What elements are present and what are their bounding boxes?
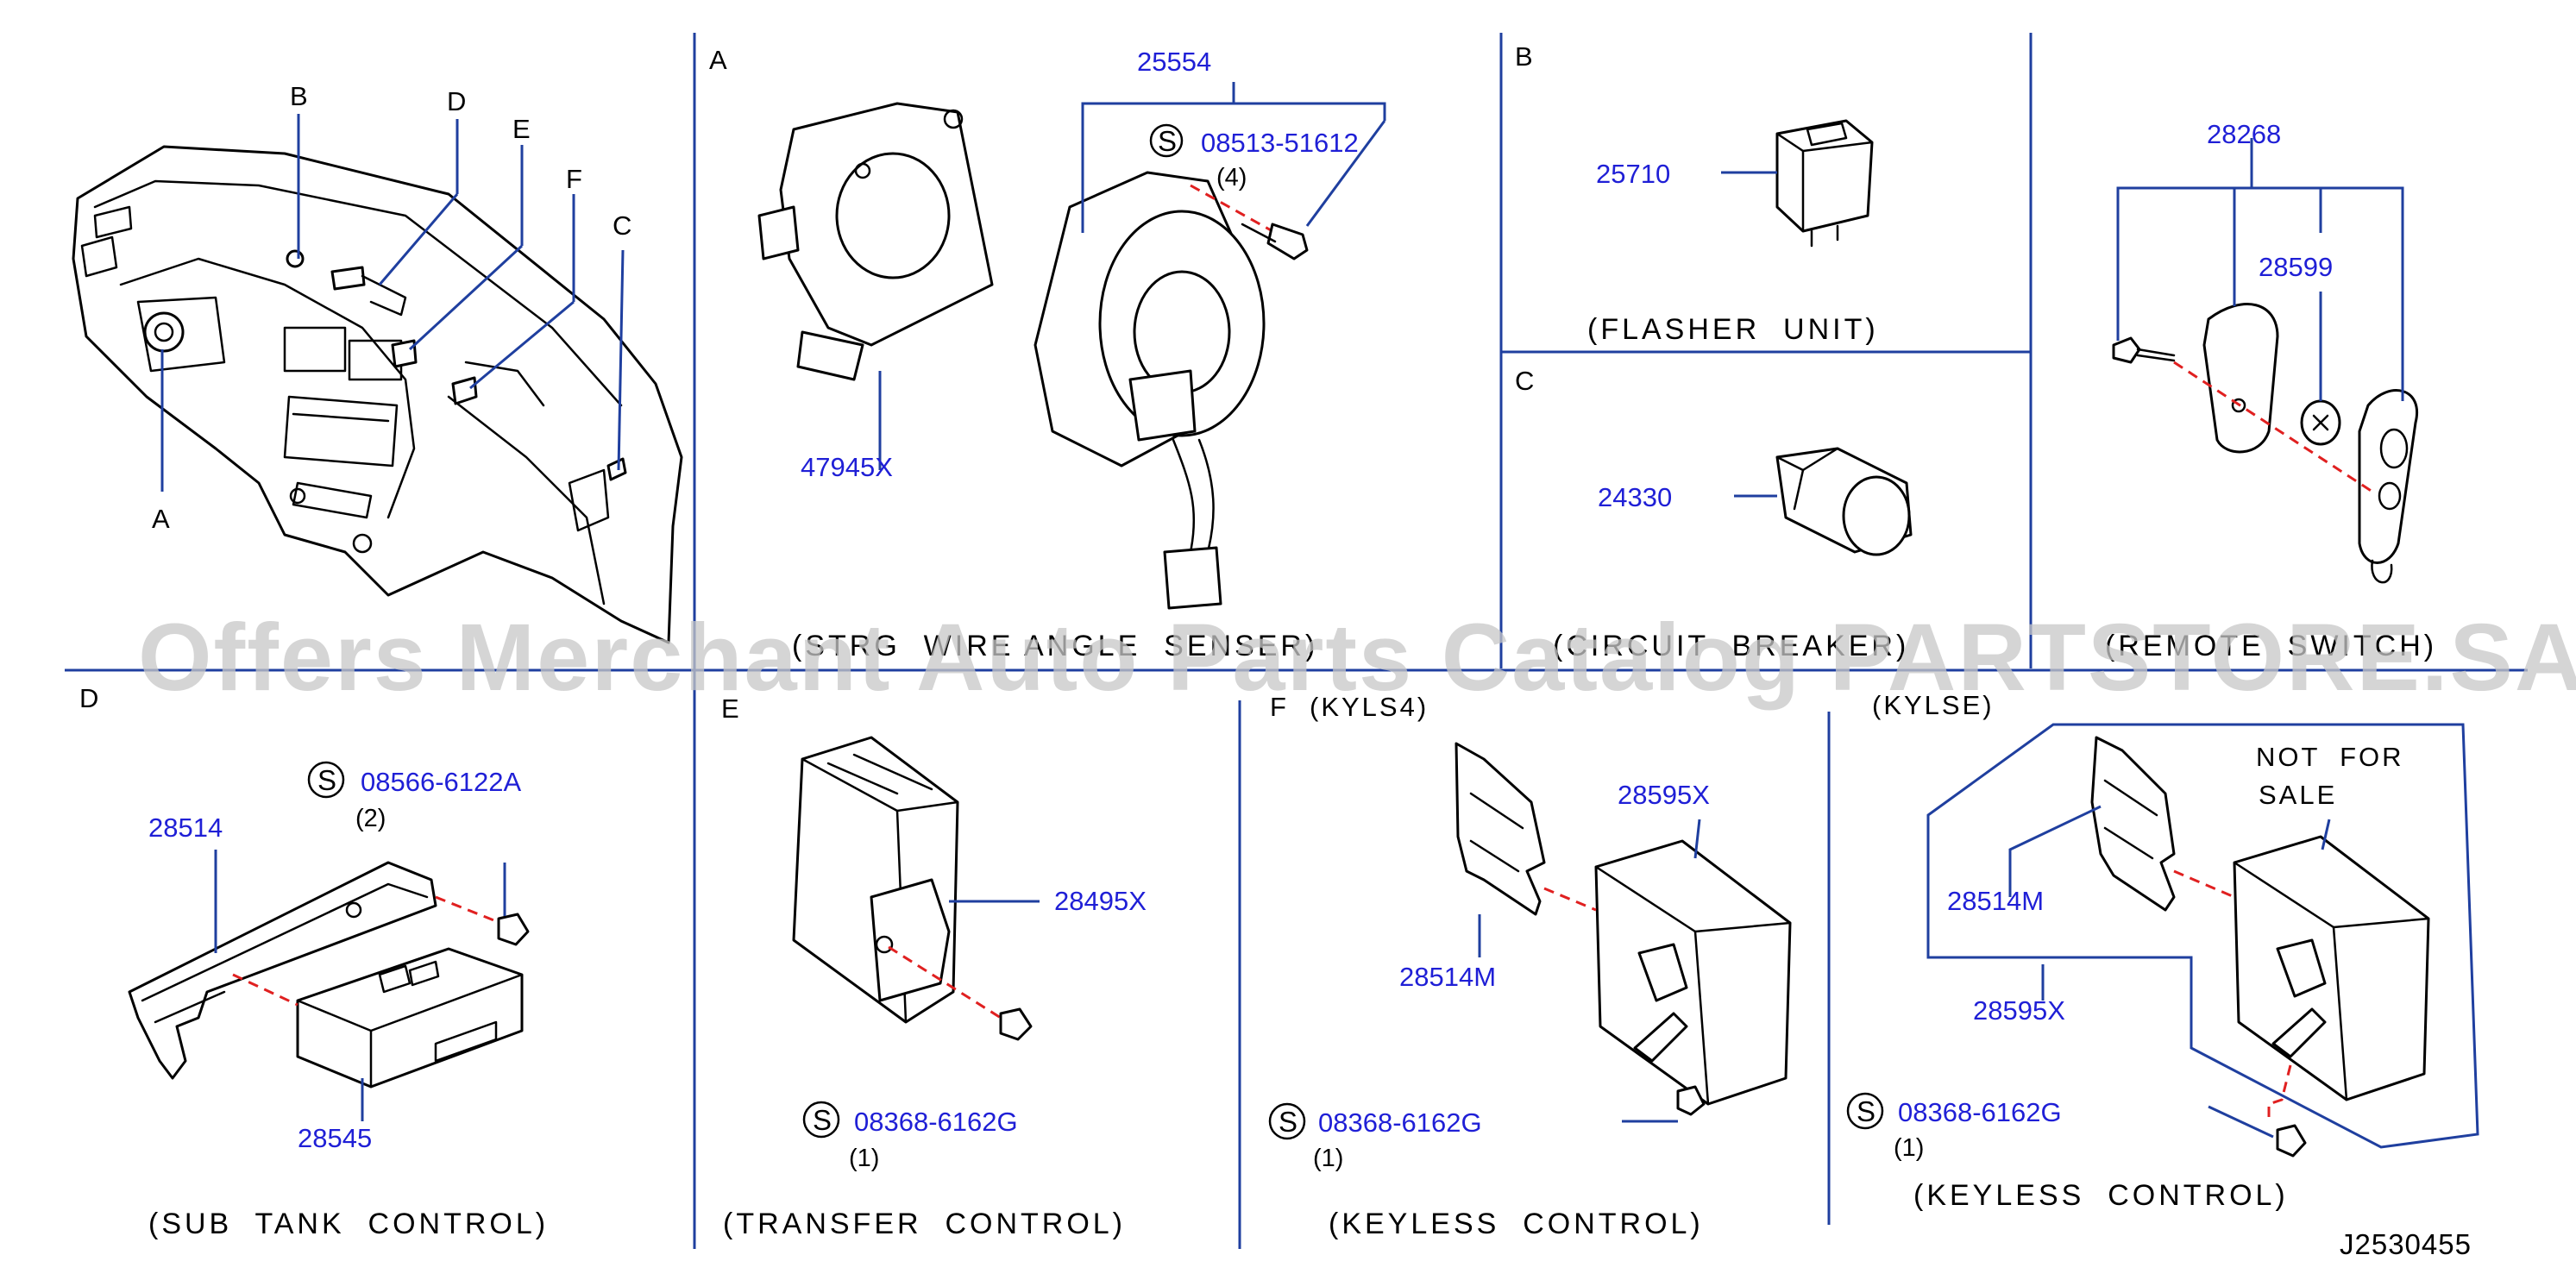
instrument-panel-drawing [72, 145, 683, 644]
section-remote-caption: (REMOTE SWITCH) [2105, 630, 2437, 662]
section-kylse: (KYLSE) NOT FOR SALE 28514M 28595X S 083… [1846, 690, 2479, 1212]
part-08368-6162g-f-label: 08368-6162G [1318, 1107, 1482, 1138]
section-dividers [65, 33, 2528, 1249]
section-c-caption: (CIRCUIT BREAKER) [1553, 630, 1909, 662]
screw-d-qty: (2) [355, 805, 386, 832]
watermark: Offers Merchant Auto Parts Catalog PARTS… [138, 605, 2576, 711]
overview-letter-a: A [152, 504, 173, 534]
screw-symbol-a-letter: S [1158, 125, 1178, 157]
overview-callouts [160, 114, 625, 492]
section-f-caption: (KEYLESS CONTROL) [1329, 1208, 1704, 1240]
screw-symbol-kylse [1846, 1092, 1884, 1130]
screw-kylse-qty: (1) [1894, 1134, 1924, 1162]
part-47945x-label: 47945X [801, 452, 893, 482]
screw-symbol-kylse-letter: S [1857, 1095, 1876, 1127]
section-f: F (KYLS4) 28595X 28514M S 08368-6162G (1… [1268, 692, 1792, 1240]
overview-letter-b: B [290, 81, 311, 111]
section-d-letter: D [79, 683, 101, 713]
section-a-letter: A [709, 45, 730, 75]
part-25710-label: 25710 [1596, 159, 1670, 189]
section-e: E 28495X S 08368-6162G (1) (TRANSFER CON… [721, 693, 1147, 1240]
section-f-variant: (KYLS4) [1310, 692, 1429, 722]
screw-symbol-a [1149, 123, 1184, 158]
part-24330-label: 24330 [1598, 482, 1672, 512]
overview-letter-f: F [566, 164, 585, 194]
part-28514m-kylse-label: 28514M [1947, 886, 2044, 916]
section-c: C 24330 (CIRCUIT BREAKER) [1515, 366, 1913, 662]
overview-letter-c: C [613, 210, 634, 241]
section-d: D 28514 28545 S 08566-6122A (2) (SUB TAN… [79, 683, 549, 1240]
overview-letter-d: D [447, 86, 468, 116]
overview-reference-letters: B D E F C A [152, 81, 634, 534]
overview-letter-e: E [512, 114, 533, 144]
screw-symbol-f [1268, 1102, 1306, 1140]
section-c-letter: C [1515, 366, 1536, 396]
section-kylse-caption: (KEYLESS CONTROL) [1913, 1179, 2289, 1212]
screw-symbol-e [802, 1101, 840, 1139]
screw-f-qty: (1) [1313, 1145, 1343, 1172]
section-d-caption: (SUB TANK CONTROL) [148, 1208, 549, 1240]
kylse-note-line2: SALE [2259, 780, 2337, 810]
section-e-caption: (TRANSFER CONTROL) [723, 1208, 1126, 1240]
part-28495x-label: 28495X [1054, 886, 1147, 916]
part-25554-label: 25554 [1137, 47, 1211, 77]
diagram-code: J2530455 [2340, 1228, 2472, 1260]
part-28599-label: 28599 [2259, 252, 2333, 282]
part-28545-label: 28545 [298, 1123, 372, 1153]
kylse-note-line1: NOT FOR [2256, 742, 2404, 772]
part-08513-51612-label: 08513-51612 [1201, 128, 1359, 158]
screw-a-qty: (4) [1216, 164, 1247, 191]
section-b: B 25710 (FLASHER UNIT) [1515, 41, 1879, 346]
part-08368-6162g-kylse-label: 08368-6162G [1898, 1097, 2062, 1127]
part-28514-label: 28514 [148, 813, 223, 843]
part-28595x-kylse-label: 28595X [1973, 995, 2065, 1026]
screw-symbol-f-letter: S [1279, 1106, 1298, 1138]
section-f-letter: F [1270, 692, 1289, 722]
section-b-letter: B [1515, 41, 1536, 72]
section-remote: 28268 28599 (REMOTE SWITCH) [2105, 119, 2437, 662]
screw-symbol-e-letter: S [813, 1104, 832, 1136]
section-a-caption: (STRG WIRE ANGLE SENSER) [792, 630, 1318, 662]
part-08368-6162g-e-label: 08368-6162G [854, 1107, 1018, 1137]
part-28595x-f-label: 28595X [1618, 780, 1710, 810]
part-08566-6122a-label: 08566-6122A [361, 767, 521, 797]
section-kylse-variant: (KYLSE) [1872, 690, 1995, 720]
section-b-caption: (FLASHER UNIT) [1587, 313, 1879, 346]
screw-symbol-d [307, 761, 345, 799]
screw-symbol-d-letter: S [317, 764, 337, 796]
part-28514m-f-label: 28514M [1399, 962, 1496, 992]
section-e-letter: E [721, 693, 742, 724]
part-28268-label: 28268 [2207, 119, 2281, 149]
screw-e-qty: (1) [849, 1145, 879, 1172]
section-a: A 47945X 25554 S 08513-51612 (4) (STRG W… [709, 45, 1386, 662]
